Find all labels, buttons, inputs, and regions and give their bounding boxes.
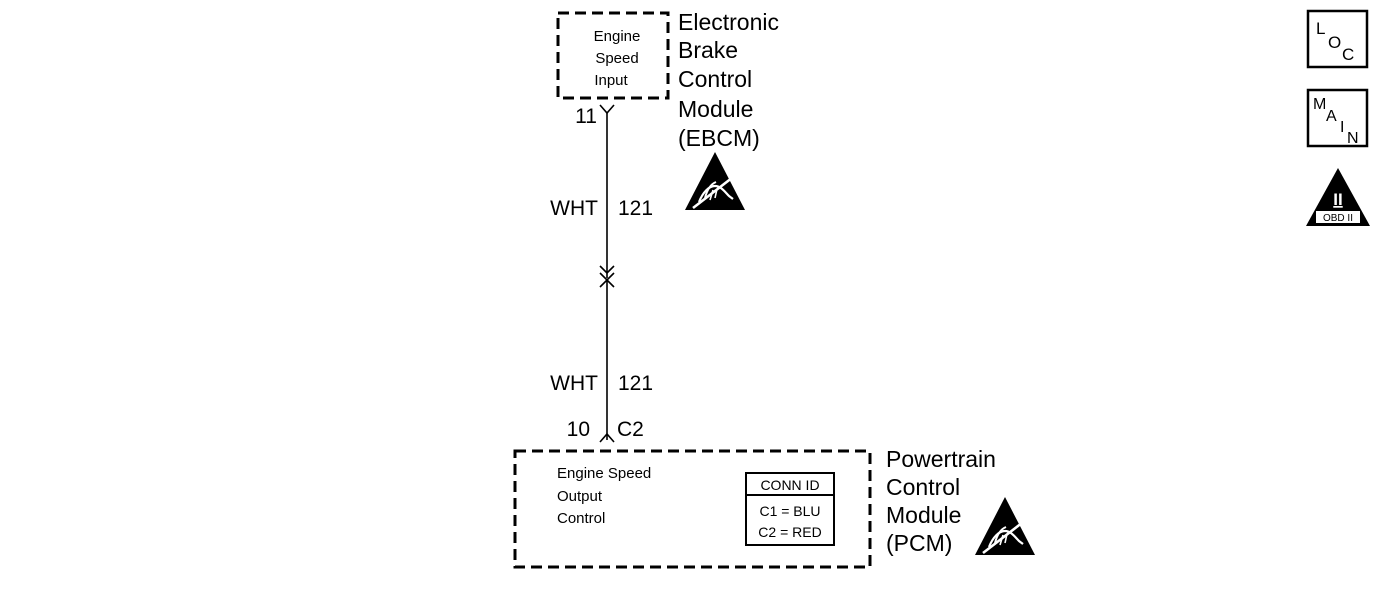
main-letter-i: I [1340, 119, 1344, 136]
main-button[interactable]: M A I N [1306, 88, 1369, 148]
wire-lower-color: WHT [550, 372, 598, 395]
main-letter-a: A [1326, 108, 1337, 125]
pcm-component: 10 C2 Engine Speed Output Control CONN I… [513, 418, 1035, 569]
main-menu-icon [1306, 88, 1369, 148]
conn-id-title: CONN ID [760, 477, 819, 493]
main-letter-n: N [1347, 130, 1359, 147]
pcm-pin-number: 10 [567, 418, 590, 441]
ebcm-function-line-1: Engine [594, 28, 641, 45]
esd-sensitive-icon [685, 152, 745, 210]
ebcm-dashed-box [556, 11, 670, 100]
pcm-function-line-1: Engine Speed [557, 465, 651, 482]
pcm-dashed-box [513, 449, 872, 569]
location-button[interactable]: L O C [1306, 9, 1369, 69]
ebcm-female-terminal [599, 104, 615, 115]
loc-letter-c: C [1342, 45, 1354, 64]
pcm-name-line-3: Module [886, 502, 961, 528]
loc-letter-o: O [1328, 33, 1341, 52]
pcm-connector-id: C2 [617, 418, 644, 441]
inline-connector-chevron-1 [599, 265, 615, 275]
wire-circuit-121: WHT 121 WHT 121 [550, 104, 653, 443]
ebcm-name-line-4: Module [678, 96, 753, 122]
ebcm-name-line-3: Control [678, 66, 752, 92]
ebcm-function-line-2: Speed [595, 50, 638, 67]
wire-upper-color: WHT [550, 197, 598, 220]
ebcm-component: Engine Speed Input Electronic Brake Cont… [556, 9, 779, 210]
obd-ii-button[interactable]: II OBD II [1306, 168, 1370, 226]
pcm-name-line-4: (PCM) [886, 530, 952, 556]
conn-id-table: CONN ID C1 = BLU C2 = RED [745, 472, 835, 546]
ebcm-name-line-1: Electronic [678, 9, 779, 35]
pcm-name-line-1: Powertrain [886, 446, 996, 472]
obd-numeral: II [1333, 190, 1342, 209]
wire-lower-circuit: 121 [618, 372, 653, 395]
ebcm-pin-number: 11 [575, 105, 597, 128]
pcm-female-terminal [599, 432, 615, 443]
loc-letter-l: L [1316, 19, 1325, 38]
conn-id-row-2: C2 = RED [758, 524, 821, 540]
ebcm-name-line-5: (EBCM) [678, 125, 760, 151]
location-icon [1306, 9, 1369, 69]
pcm-function-line-2: Output [557, 488, 603, 505]
conn-id-row-1: C1 = BLU [759, 503, 820, 519]
pcm-function-line-3: Control [557, 510, 605, 527]
wire-upper-circuit: 121 [618, 197, 653, 220]
ebcm-name-line-2: Brake [678, 37, 738, 63]
pcm-name-line-2: Control [886, 474, 960, 500]
obd-label: OBD II [1323, 213, 1353, 224]
main-letter-m: M [1313, 96, 1326, 113]
obd-label-background [1316, 211, 1360, 223]
ebcm-function-line-3: Input [594, 72, 628, 89]
esd-sensitive-icon [975, 497, 1035, 555]
